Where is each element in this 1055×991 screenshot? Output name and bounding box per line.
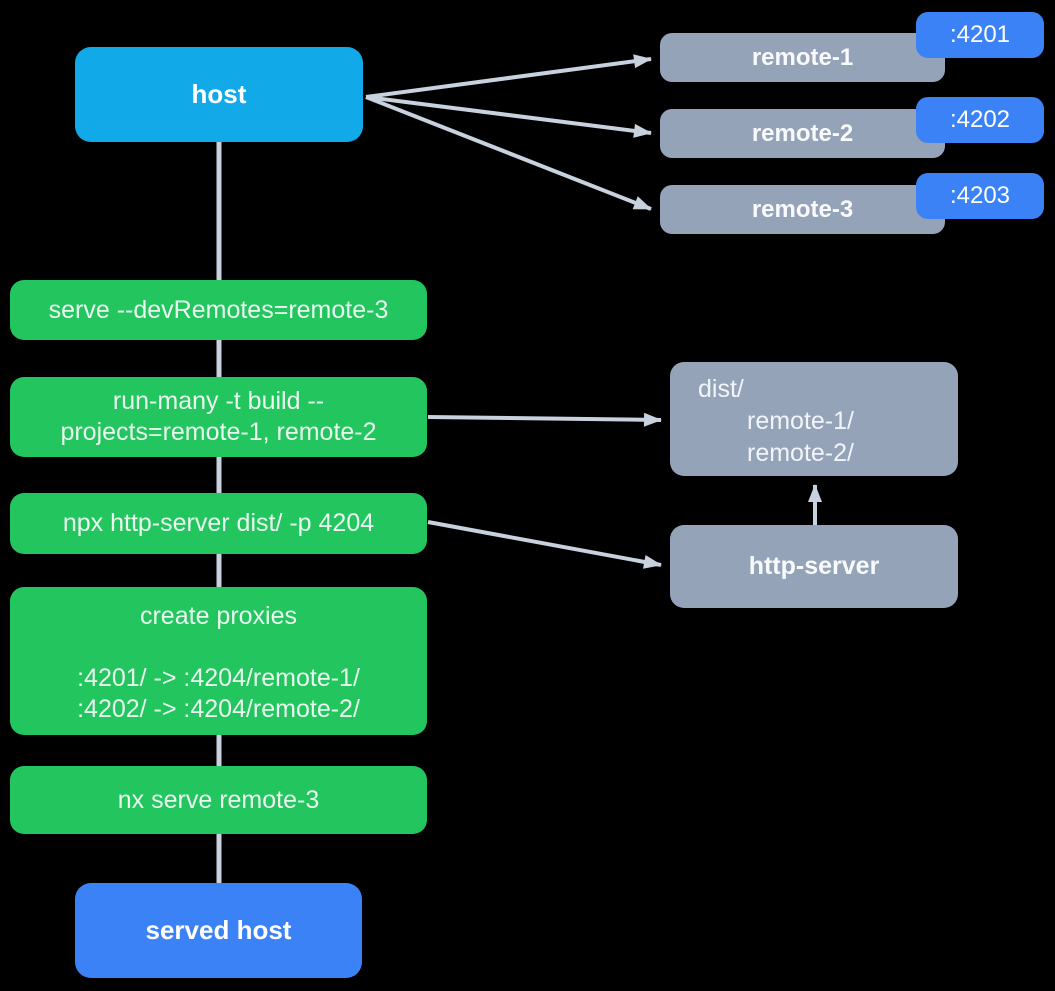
port-badge-4202: :4202 — [916, 97, 1044, 143]
dist-folder-remote-2: remote-2/ — [747, 439, 854, 467]
dist-folder-remote-1: remote-1/ — [747, 407, 854, 435]
host-node: host — [75, 47, 363, 142]
edge-host-to-remote-2 — [365, 95, 652, 138]
step-run-many-build-text-line-2: projects=remote-1, remote-2 — [60, 418, 377, 446]
step-serve-dev-remotes: serve --devRemotes=remote-3 — [10, 280, 427, 340]
http-server-node: http-server — [670, 525, 958, 608]
remote-3-label: remote-3 — [751, 195, 854, 223]
dist-folder-root: dist/ — [698, 375, 744, 403]
edge-npx-to-http-server — [427, 520, 662, 569]
step-create-proxies-rule-2: :4202/ -> :4204/remote-2/ — [77, 695, 360, 723]
served-host-node: served host — [75, 883, 362, 978]
http-server-label: http-server — [748, 552, 880, 580]
step-nx-serve-remote-3: nx serve remote-3 — [10, 766, 427, 834]
edge-host-to-remote-3 — [365, 95, 652, 211]
step-nx-serve-remote-3-text: nx serve remote-3 — [117, 785, 320, 814]
step-run-many-build-text-line-1: run-many -t build -- — [112, 387, 325, 415]
host-label: host — [191, 79, 247, 109]
remote-2-node: remote-2 — [660, 109, 945, 158]
step-create-proxies-title: create proxies — [139, 602, 298, 630]
port-badge-4202-label: :4202 — [949, 106, 1011, 133]
remote-1-node: remote-1 — [660, 33, 945, 82]
edge-run-many-to-dist — [427, 412, 662, 427]
port-badge-4203-label: :4203 — [949, 182, 1011, 209]
step-npx-http-server: npx http-server dist/ -p 4204 — [10, 493, 427, 554]
dist-folder-node: dist/ remote-1/ remote-2/ — [670, 362, 958, 476]
port-badge-4201-label: :4201 — [949, 21, 1011, 48]
remote-3-node: remote-3 — [660, 185, 945, 234]
step-serve-dev-remotes-text: serve --devRemotes=remote-3 — [48, 295, 389, 324]
step-create-proxies-rule-1: :4201/ -> :4204/remote-1/ — [77, 664, 360, 692]
step-npx-http-server-text: npx http-server dist/ -p 4204 — [62, 509, 375, 537]
remote-1-label: remote-1 — [751, 43, 854, 71]
remote-2-label: remote-2 — [751, 119, 854, 147]
port-badge-4201: :4201 — [916, 12, 1044, 58]
step-create-proxies: create proxies :4201/ -> :4204/remote-1/… — [10, 587, 427, 735]
step-run-many-build: run-many -t build -- projects=remote-1, … — [10, 377, 427, 457]
port-badge-4203: :4203 — [916, 173, 1044, 219]
served-host-label: served host — [145, 915, 292, 945]
edge-host-to-remote-1 — [365, 54, 652, 99]
